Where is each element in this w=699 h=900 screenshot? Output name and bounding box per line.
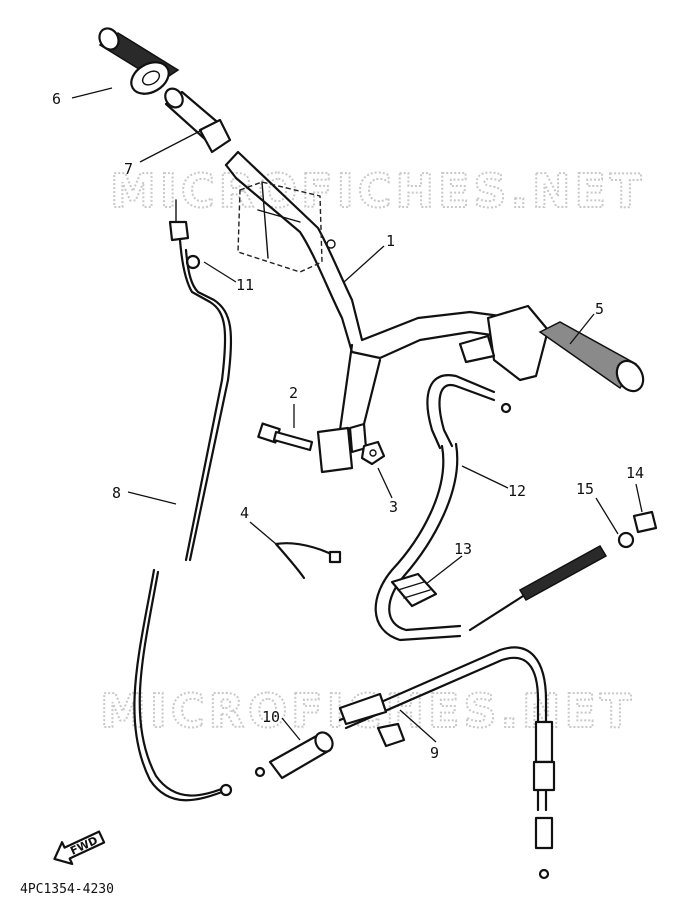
callout-6: 6 [52, 90, 61, 108]
callout-10: 10 [262, 708, 280, 726]
callout-11: 11 [236, 276, 254, 294]
callout-7: 7 [124, 160, 133, 178]
lever-sleeve [268, 731, 334, 780]
callout-12: 12 [508, 482, 526, 500]
fwd-arrow: FWD [53, 830, 106, 866]
hose-clip [390, 572, 438, 608]
right-grip [458, 304, 645, 393]
callout-3: 3 [389, 498, 398, 516]
hose [374, 374, 512, 642]
cable-band [274, 542, 342, 580]
adjuster-bolt [617, 510, 658, 549]
callout-13: 13 [454, 540, 472, 558]
callout-1: 1 [386, 232, 395, 250]
nut [360, 440, 386, 466]
bolt [257, 422, 314, 452]
leader-lines [71, 87, 643, 743]
callout-15: 15 [576, 480, 594, 498]
callout-8: 8 [112, 484, 121, 502]
handlebar [224, 150, 518, 474]
callout-2: 2 [289, 384, 298, 402]
left-cable [133, 199, 266, 802]
left-grip [98, 27, 180, 95]
callout-4: 4 [240, 504, 249, 522]
throttle-cable [338, 544, 608, 880]
watermark-top: MICROFICHES.NET [110, 164, 645, 218]
diagram-code: 4PC1354-4230 [20, 882, 114, 897]
throttle-tube [164, 87, 232, 154]
callout-14: 14 [626, 464, 644, 482]
callout-9: 9 [430, 744, 439, 762]
callout-5: 5 [595, 300, 604, 318]
callout-labels: 1 2 3 4 5 6 7 8 9 10 11 12 13 14 15 [52, 90, 644, 762]
